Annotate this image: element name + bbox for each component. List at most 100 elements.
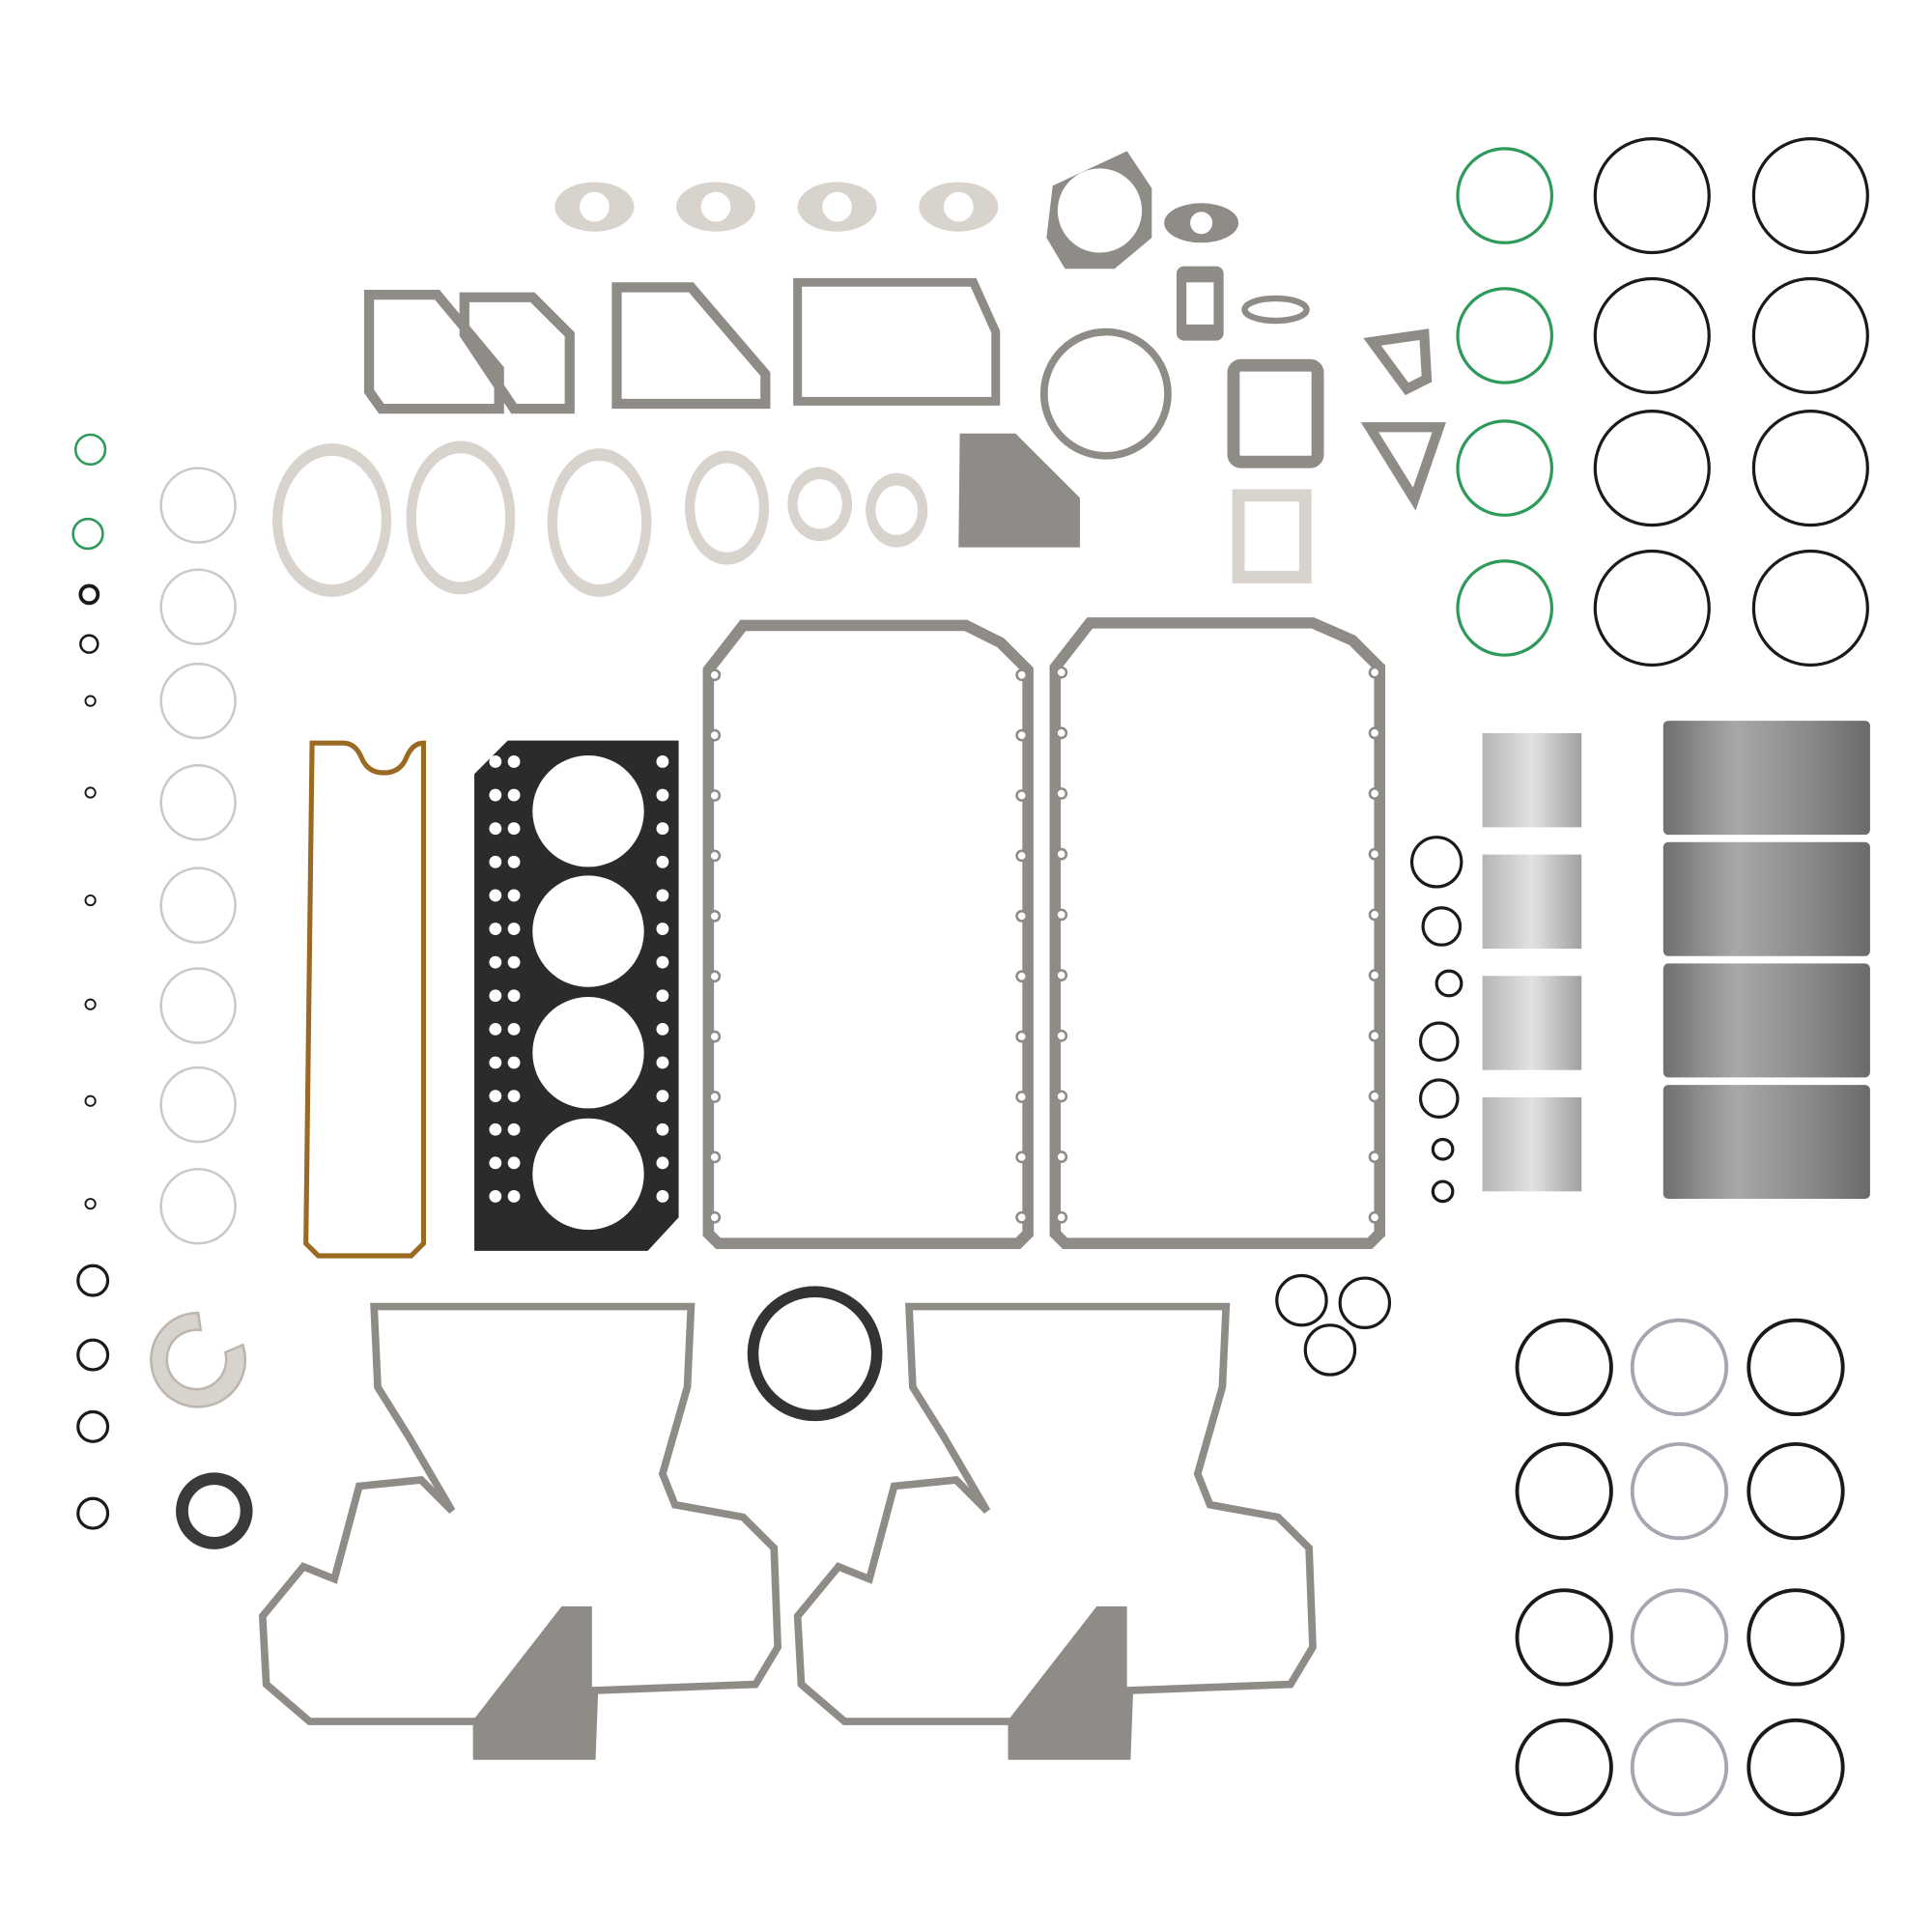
gasket-opening <box>415 453 506 582</box>
bolt-hole <box>656 1056 669 1069</box>
bolt-hole <box>507 822 521 836</box>
bolt-hole <box>489 788 502 802</box>
gasket-opening <box>700 191 731 222</box>
bolt-hole <box>1055 1029 1068 1042</box>
seal-ring <box>159 467 237 544</box>
piston-ring <box>1630 1318 1729 1417</box>
liner-seal-ring <box>1593 410 1711 527</box>
bolt-hole <box>507 1190 521 1203</box>
gasket-opening <box>695 463 759 553</box>
bolt-hole <box>489 1022 502 1036</box>
bolt-hole <box>1015 909 1029 923</box>
bolt-hole <box>1368 908 1381 922</box>
piston-ring <box>1630 1588 1729 1687</box>
gasket-opening <box>822 191 853 222</box>
oil-pan-gasket-left <box>702 619 1034 1249</box>
bolt-hole <box>1055 1090 1068 1103</box>
o-ring <box>78 583 100 606</box>
liner-o-ring <box>1456 559 1554 657</box>
bolt-hole <box>1015 668 1029 682</box>
left-orings <box>71 433 110 1530</box>
bolt-hole <box>489 989 502 1003</box>
o-ring <box>76 1496 110 1530</box>
bolt-hole <box>1368 1029 1381 1042</box>
bolt-hole <box>489 1122 502 1136</box>
liner-seal-ring <box>1751 410 1869 527</box>
bolt-hole <box>507 755 521 768</box>
bolt-hole <box>1015 728 1029 742</box>
cylinder-bore <box>532 875 644 987</box>
o-ring <box>1338 1276 1392 1329</box>
gasket-opening <box>282 455 382 585</box>
o-ring <box>76 1338 110 1372</box>
o-ring <box>84 998 97 1010</box>
bolt-hole <box>1015 789 1029 802</box>
light-seal-rings <box>159 467 237 1245</box>
bolt-hole <box>656 755 669 768</box>
cylinder-head-gasket <box>474 740 679 1251</box>
piston-sleeve <box>1482 1096 1582 1192</box>
bolt-hole <box>708 1151 722 1164</box>
bolt-hole <box>507 855 521 868</box>
bolt-hole <box>708 849 722 863</box>
bolt-hole <box>708 1030 722 1043</box>
o-ring <box>84 695 97 707</box>
bolt-hole <box>1015 1210 1029 1224</box>
piston-ring <box>1747 1441 1845 1541</box>
seal-ring <box>159 1065 237 1144</box>
cylinder-bore <box>532 755 644 867</box>
gasket-opening <box>797 479 842 529</box>
bolt-hole <box>1055 847 1068 861</box>
cylinder-bore <box>532 1118 644 1231</box>
o-ring <box>1303 1323 1357 1377</box>
piston-ring <box>1747 1588 1845 1687</box>
bolt-hole <box>507 1122 521 1136</box>
bolt-hole <box>489 1056 502 1069</box>
o-ring <box>1431 1179 1455 1204</box>
bolt-hole <box>1015 849 1029 863</box>
exhaust-outlet-gasket <box>1227 358 1324 469</box>
bolt-hole <box>1368 1151 1381 1163</box>
bolt-hole <box>507 788 521 802</box>
bolt-hole <box>1055 1210 1068 1224</box>
bolt-hole <box>489 955 502 969</box>
bolt-hole <box>708 1091 722 1103</box>
cylinder-liner <box>1662 1085 1870 1200</box>
bolt-hole <box>507 955 521 969</box>
cylinder-liner <box>1662 963 1870 1078</box>
seal-ring <box>159 1167 237 1245</box>
o-ring <box>84 1094 97 1107</box>
bolt-hole <box>708 970 722 983</box>
liner-o-ring <box>1456 287 1554 384</box>
piston-ring <box>1747 1318 1845 1417</box>
liner-seal-ring <box>1751 276 1869 395</box>
bolt-hole <box>489 1090 502 1103</box>
liner-seal-ring <box>1593 276 1711 395</box>
o-ring <box>1431 1137 1455 1161</box>
gasket-opening <box>556 460 642 585</box>
seal-ring <box>159 662 237 740</box>
valve-cover-gasket <box>303 740 427 1259</box>
seal-ring <box>159 967 237 1044</box>
o-ring <box>1409 836 1463 889</box>
bolt-hole <box>1368 847 1381 861</box>
piston-ring <box>1515 1718 1613 1817</box>
piston-ring <box>1515 1588 1613 1687</box>
bolt-hole <box>656 923 669 935</box>
bolt-hole <box>656 1156 669 1170</box>
water-pump-gasket <box>1046 151 1152 270</box>
o-ring <box>1435 969 1463 998</box>
liner-seal-ring <box>1751 136 1869 255</box>
oil-cooler-gasket-b <box>459 292 575 414</box>
bolt-hole <box>507 1056 521 1069</box>
bolt-hole <box>1368 787 1381 800</box>
bolt-hole <box>489 755 502 768</box>
bolt-hole <box>507 1022 521 1036</box>
piston-ring <box>1747 1718 1845 1817</box>
piston-ring <box>1515 1441 1613 1541</box>
bolt-hole <box>507 989 521 1003</box>
rear-crank-seal <box>747 1286 883 1422</box>
bolt-hole <box>656 822 669 836</box>
bolt-hole <box>489 855 502 868</box>
square-gasket <box>1232 489 1312 583</box>
